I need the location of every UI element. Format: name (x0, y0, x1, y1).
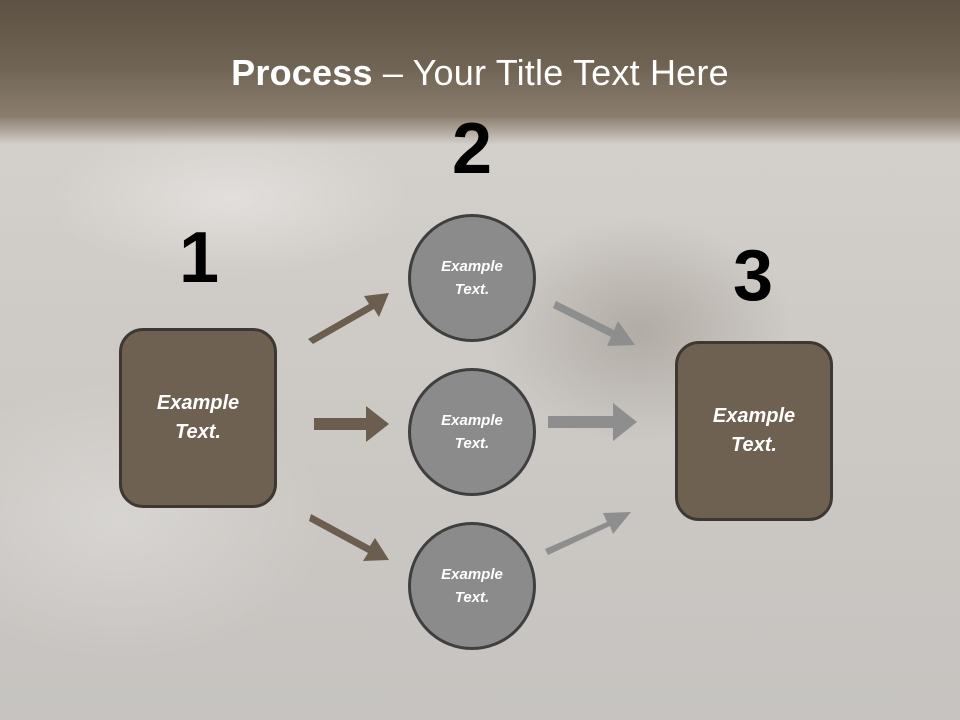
step-number-3: 3 (732, 236, 774, 316)
step-1-text-line1: Example (156, 392, 240, 414)
title-band (0, 0, 960, 145)
step-number-1: 1 (178, 218, 220, 298)
step-number-2: 2 (451, 109, 493, 189)
circle-text-line2: Text. (454, 281, 490, 298)
step-3-box: Example Text. (675, 341, 833, 521)
arrow-right-icon (314, 406, 389, 442)
step-3-text-line2: Text. (731, 434, 777, 456)
arrow-up-right-icon (308, 293, 389, 344)
title-rest: – Your Title Text Here (372, 52, 729, 93)
circle-text-line1: Example (441, 566, 503, 583)
circle-text-line2: Text. (454, 435, 490, 452)
arrow-down-right-icon (309, 514, 389, 561)
arrow-right-icon (548, 403, 637, 441)
slide-title: Process – Your Title Text Here (0, 52, 960, 94)
circle-text-line2: Text. (454, 589, 490, 606)
step-2-circle-top: Example Text. (408, 214, 536, 342)
step-2-circle-bottom: Example Text. (408, 522, 536, 650)
title-strong: Process (231, 52, 373, 93)
circle-text-line1: Example (441, 412, 503, 429)
step-1-text-line2: Text. (175, 421, 221, 443)
step-2-circle-middle: Example Text. (408, 368, 536, 496)
circle-text-line1: Example (441, 258, 503, 275)
arrow-down-right-icon (553, 301, 635, 346)
arrow-up-right-icon (545, 512, 631, 555)
step-3-text-line1: Example (712, 405, 796, 427)
step-1-box: Example Text. (119, 328, 277, 508)
